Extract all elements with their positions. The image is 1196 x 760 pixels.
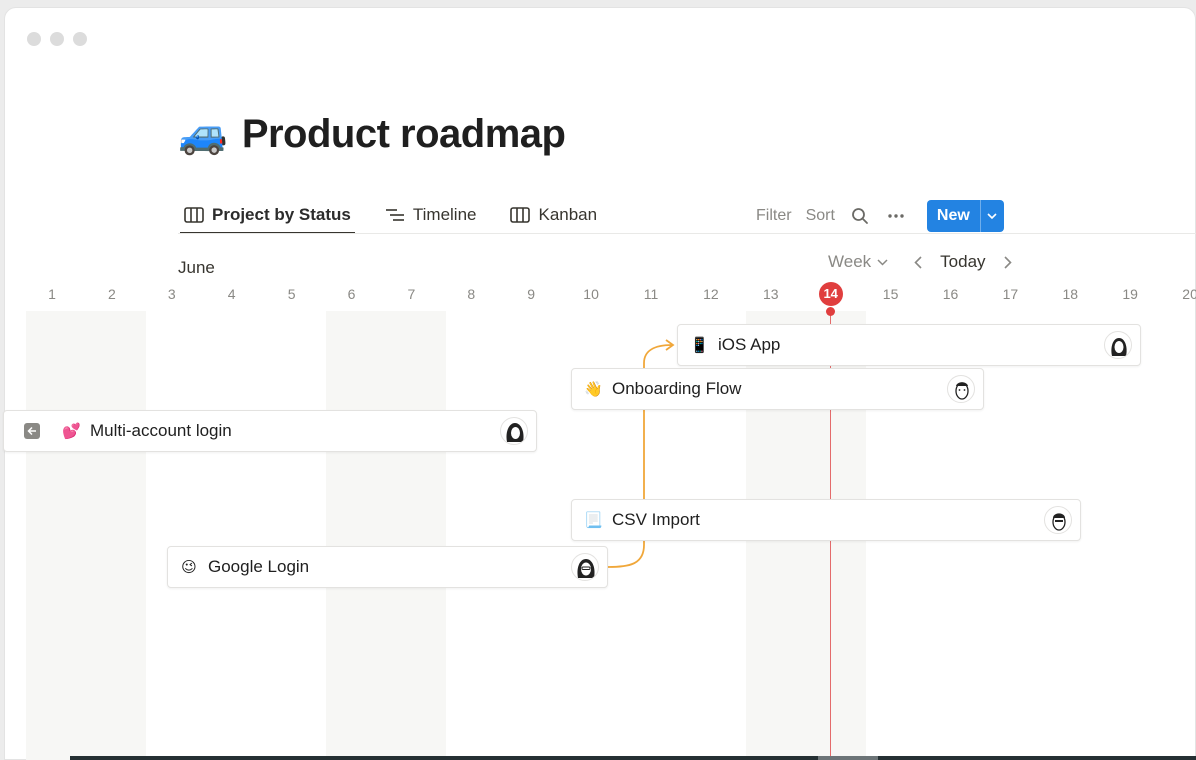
page-icon[interactable]: 🚙: [178, 112, 228, 156]
day-label: 13: [763, 286, 779, 302]
view-tabs: Project by Status Timeline Kanban: [180, 197, 627, 234]
avatar[interactable]: [1104, 331, 1132, 359]
day-label: 6: [347, 286, 356, 302]
today-button[interactable]: Today: [940, 252, 986, 271]
tab-label: Project by Status: [212, 205, 351, 224]
weekend-column: [326, 311, 446, 760]
day-label: 19: [1122, 286, 1138, 302]
scrollbar-thumb[interactable]: [818, 756, 878, 760]
today-marker: [826, 307, 835, 316]
page-title[interactable]: Product roadmap: [241, 111, 566, 156]
dependency-arrow: [607, 344, 673, 568]
new-button-group: New: [926, 200, 1004, 232]
day-label: 15: [882, 286, 899, 302]
tabs-divider: [178, 233, 1196, 234]
tab-label: Timeline: [412, 205, 477, 224]
item-icon: 😉: [181, 559, 197, 576]
day-label: 20: [1182, 286, 1196, 302]
item-icon: 📱: [690, 337, 709, 354]
tab-kanban[interactable]: Kanban: [506, 197, 601, 233]
timeline-item-csv-import[interactable]: 📃 CSV Import: [571, 499, 1081, 541]
day-label: 7: [407, 286, 416, 302]
filter-button[interactable]: Filter: [756, 207, 792, 224]
weekend-column: [26, 311, 146, 760]
chevron-down-icon[interactable]: [979, 200, 1004, 232]
day-label: 3: [167, 286, 176, 302]
timeline-controls: Week Today: [828, 252, 1016, 272]
item-title: Onboarding Flow: [612, 379, 742, 398]
day-label: 17: [1002, 286, 1019, 302]
day-label: 16: [942, 286, 959, 302]
today-day-label: 14: [818, 282, 843, 306]
day-label: 18: [1062, 286, 1079, 302]
day-label: 12: [703, 286, 719, 302]
avatar[interactable]: [947, 375, 975, 403]
day-label: 2: [107, 286, 116, 302]
scale-select[interactable]: Week: [828, 252, 888, 272]
month-label: June: [178, 258, 215, 277]
item-title: CSV Import: [612, 510, 700, 529]
tab-project-by-status[interactable]: Project by Status: [180, 197, 355, 234]
timeline-item-google-login[interactable]: 😉 Google Login: [167, 546, 608, 588]
board-icon: [510, 207, 531, 223]
day-label: 4: [227, 286, 236, 302]
more-icon[interactable]: [885, 205, 907, 227]
scale-label: Week: [828, 252, 872, 271]
day-label: 8: [467, 286, 476, 302]
item-icon: 📃: [584, 512, 603, 529]
item-icon: 💕: [62, 423, 81, 440]
day-label: 9: [527, 286, 536, 302]
item-title: iOS App: [718, 335, 781, 354]
avatar[interactable]: [1044, 506, 1072, 534]
new-button[interactable]: New: [936, 207, 970, 224]
timeline-item-ios-app[interactable]: 📱 iOS App: [677, 324, 1141, 366]
window-controls: [27, 32, 87, 46]
page-header: 🚙 Product roadmap: [178, 110, 566, 158]
day-label: 11: [643, 286, 659, 302]
horizontal-scrollbar[interactable]: [70, 756, 1196, 760]
chevron-down-icon: [877, 258, 888, 266]
timeline-item-onboarding-flow[interactable]: 👋 Onboarding Flow: [571, 368, 984, 410]
table-icon: [184, 207, 204, 223]
day-label: 5: [287, 286, 296, 302]
day-label: 10: [583, 286, 599, 302]
item-icon: 👋: [584, 381, 603, 398]
close-window-button[interactable]: [27, 32, 41, 46]
timeline-item-multi-account-login[interactable]: 💕 Multi-account login: [3, 410, 537, 452]
avatar[interactable]: [571, 553, 599, 581]
search-icon[interactable]: [849, 205, 871, 227]
sort-button[interactable]: Sort: [805, 207, 835, 224]
item-title: Multi-account login: [90, 421, 232, 440]
arrow-left-icon[interactable]: [24, 423, 40, 439]
day-label: 1: [48, 286, 56, 302]
tab-timeline[interactable]: Timeline: [381, 197, 481, 233]
view-toolbar: Filter Sort New: [756, 200, 1004, 232]
timeline-grid: 📱 iOS App 👋 Onboarding Flow 💕 Multi-acco…: [0, 307, 1196, 760]
dependency-connectors: [607, 339, 675, 568]
minimize-window-button[interactable]: [50, 32, 64, 46]
item-title: Google Login: [208, 557, 310, 576]
tab-label: Kanban: [538, 205, 598, 224]
chevron-left-icon[interactable]: [910, 255, 926, 269]
chevron-right-icon[interactable]: [1000, 255, 1016, 269]
avatar[interactable]: [500, 417, 528, 445]
maximize-window-button[interactable]: [73, 32, 87, 46]
arrowhead-icon: [665, 339, 675, 351]
timeline-icon: [385, 209, 404, 221]
